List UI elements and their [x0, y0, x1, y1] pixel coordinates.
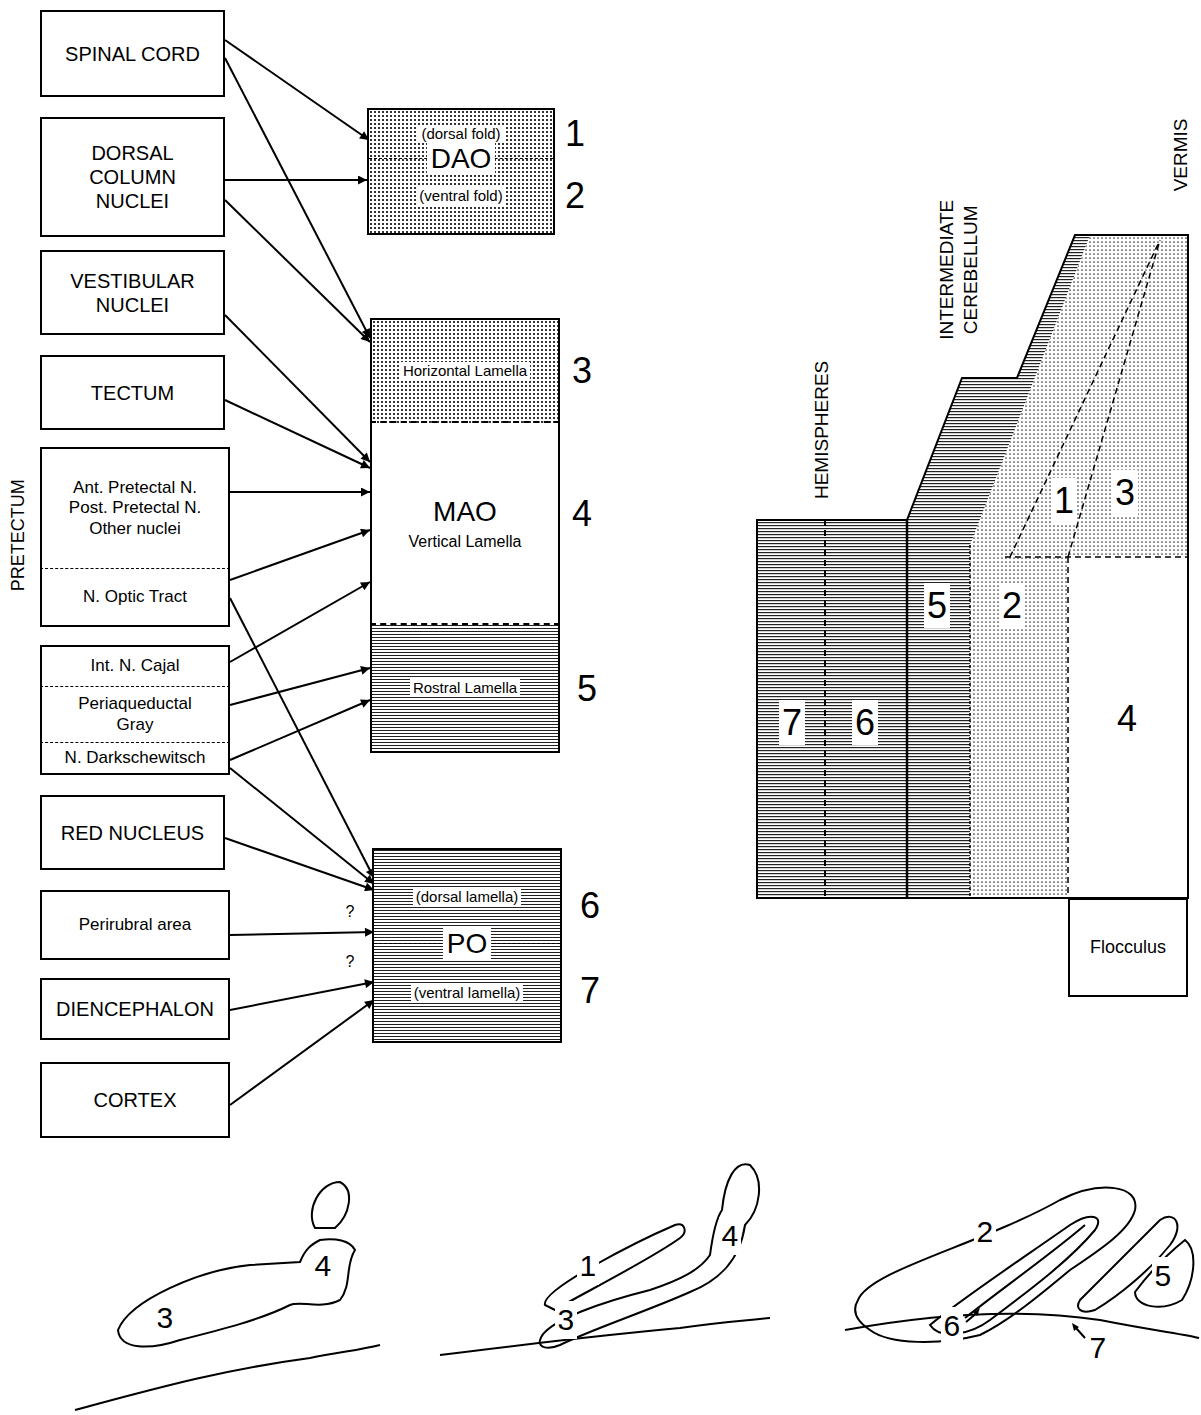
- edge-label: ?: [344, 903, 357, 921]
- projection-arrow: [225, 838, 374, 890]
- source-box: TECTUM: [40, 355, 225, 430]
- projection-arrow: [230, 1000, 374, 1105]
- section-number: 3: [555, 1301, 578, 1339]
- projection-arrow: [225, 315, 370, 462]
- box-text: DORSAL COLUMN NUCLEI: [73, 141, 193, 213]
- callout-number: 2: [562, 173, 588, 218]
- nucleus-name-holder: PO: [374, 927, 560, 961]
- projection-arrow: [230, 582, 370, 662]
- box-text: (dorsal fold): [418, 125, 503, 143]
- callout-number: 6: [577, 883, 603, 928]
- projection-arrow: [230, 768, 374, 884]
- box-text: Horizontal Lamella: [400, 362, 530, 380]
- projection-arrow: [225, 179, 367, 181]
- source-box: RED NUCLEUS: [40, 795, 225, 870]
- box-text: (ventral lamella): [411, 984, 524, 1002]
- box-text: Rostral Lamella: [410, 679, 520, 697]
- projection-arrow: [230, 491, 370, 493]
- region-heading: VERMIS: [1168, 118, 1192, 191]
- callout-number: 7: [577, 968, 603, 1013]
- cerebellum-map: [757, 235, 1188, 898]
- projection-arrow: [230, 598, 374, 878]
- section-number: 2: [974, 1213, 997, 1251]
- box-text: SPINAL CORD: [65, 42, 200, 66]
- box-text: DIENCEPHALON: [56, 997, 214, 1021]
- edge-label: ?: [344, 953, 357, 971]
- source-box: CORTEX: [40, 1062, 230, 1138]
- box-text: TECTUM: [91, 381, 174, 405]
- region-heading: HEMISPHERES: [810, 361, 834, 499]
- section-number: 1: [577, 1247, 600, 1285]
- source-box: Periaqueductal Gray: [40, 686, 230, 742]
- box-text: Flocculus: [1090, 937, 1166, 959]
- box-text: VESTIBULAR NUCLEI: [58, 269, 208, 317]
- callout-number: 1: [562, 111, 588, 156]
- region-number: 6: [852, 700, 878, 745]
- olive-nucleus: PO (dorsal lamella) (ventral lamella): [372, 848, 562, 1043]
- olive-section: [75, 1164, 1199, 1410]
- callout-number: 4: [569, 491, 595, 536]
- section-number: 4: [312, 1247, 335, 1285]
- olive-subdivision: Rostral Lamella: [370, 623, 560, 753]
- region-number: 4: [1114, 696, 1140, 741]
- box-text: Perirubral area: [79, 915, 191, 935]
- region-number: 5: [924, 583, 950, 628]
- source-box: SPINAL CORD: [40, 10, 225, 97]
- region-number: 7: [779, 700, 805, 745]
- projection-arrow: [230, 700, 370, 760]
- projection-arrow: [225, 58, 370, 338]
- projection-arrow: [225, 40, 369, 140]
- section-number: 4: [719, 1217, 742, 1255]
- projection-arrow: [230, 932, 374, 935]
- box-text: Ant. Pretectal N. Post. Pretectal N. Oth…: [60, 478, 210, 539]
- source-box: Ant. Pretectal N. Post. Pretectal N. Oth…: [40, 447, 230, 568]
- section-number: 7: [1087, 1329, 1110, 1367]
- box-text: Int. N. Cajal: [91, 656, 180, 676]
- olive-subdivision: MAO Vertical Lamella: [370, 423, 560, 623]
- source-box: VESTIBULAR NUCLEI: [40, 250, 225, 335]
- box-text: (dorsal lamella): [413, 888, 522, 906]
- projection-arrow: [230, 668, 370, 705]
- nucleus-name: PO: [443, 928, 491, 959]
- callout-number: 3: [569, 348, 595, 393]
- olive-subdivision: Horizontal Lamella: [370, 318, 560, 423]
- flocculus-box: Flocculus: [1068, 898, 1188, 997]
- projection-arrow: [225, 400, 370, 468]
- box-text: (ventral fold): [416, 187, 505, 205]
- box-text: RED NUCLEUS: [61, 821, 204, 845]
- source-box: N. Optic Tract: [40, 568, 230, 627]
- box-text: Vertical Lamella: [409, 532, 522, 551]
- region-number: 3: [1112, 470, 1138, 515]
- region-number: 2: [999, 583, 1025, 628]
- projection-arrow: [225, 200, 370, 342]
- section-number: 5: [1152, 1257, 1175, 1295]
- source-box: DIENCEPHALON: [40, 978, 230, 1040]
- projection-arrow: [230, 982, 374, 1010]
- group-label: PRETECTUM: [7, 479, 30, 591]
- callout-number: 5: [574, 666, 600, 711]
- olive-nucleus: DAO(dorsal fold) (ventral fold): [367, 108, 555, 235]
- region-heading: INTERMEDIATE CEREBELLUM: [934, 177, 982, 362]
- source-box: N. Darkschewitsch: [40, 742, 230, 775]
- nucleus-name-holder: DAO: [369, 142, 553, 176]
- box-text: CORTEX: [94, 1088, 177, 1112]
- projection-arrow: [230, 530, 370, 580]
- source-box: Int. N. Cajal: [40, 645, 230, 686]
- box-text: MAO: [433, 495, 497, 529]
- box-text: N. Darkschewitsch: [65, 748, 206, 768]
- section-number: 6: [941, 1307, 964, 1345]
- section-number: 3: [154, 1299, 177, 1337]
- region-number: 1: [1051, 478, 1077, 523]
- source-box: Perirubral area: [40, 890, 230, 960]
- nucleus-name: DAO: [427, 143, 496, 174]
- source-box: DORSAL COLUMN NUCLEI: [40, 117, 225, 237]
- box-text: N. Optic Tract: [83, 587, 187, 607]
- box-text: Periaqueductal Gray: [70, 694, 200, 735]
